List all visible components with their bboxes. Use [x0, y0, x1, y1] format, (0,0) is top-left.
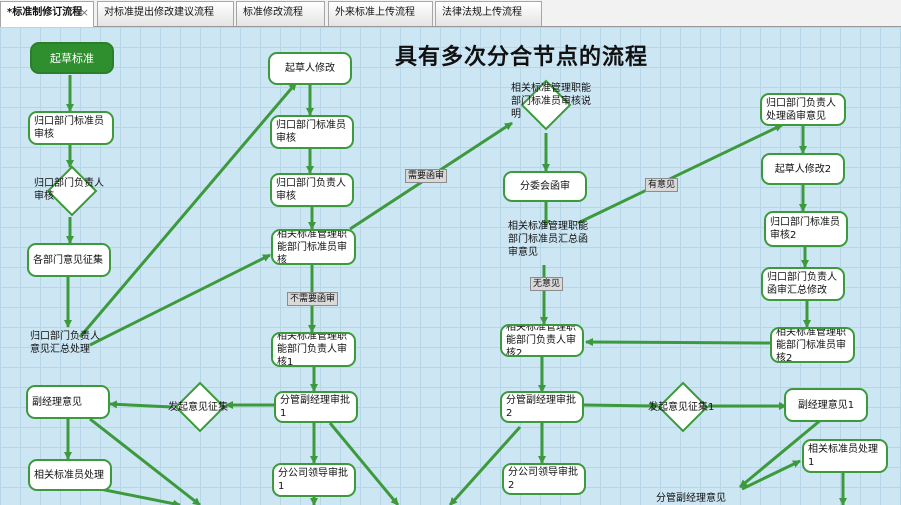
- tab-suggestion[interactable]: 对标准提出修改建议流程: [97, 1, 234, 26]
- edge: [109, 400, 173, 409]
- edge: [583, 401, 659, 410]
- edge-label-noneed: 不需要函审: [287, 292, 339, 306]
- diagram-canvas[interactable]: 具有多次分合节点的流程 起草标准 归口部门标准员审核 归口部门负责人审核 各部门…: [0, 27, 901, 505]
- decision-collect1: [657, 381, 709, 433]
- node-col1-opinion[interactable]: 各部门意见征集: [27, 243, 111, 277]
- node-col2-head[interactable]: 归口部门负责人审核: [270, 173, 354, 207]
- edge: [741, 459, 801, 491]
- node-col4-deputy1[interactable]: 副经理意见1: [784, 388, 868, 422]
- edge: [448, 425, 522, 505]
- start-node[interactable]: 起草标准: [30, 42, 114, 74]
- decision-collect1-label: 发起意见征集1: [648, 402, 715, 413]
- tab-standard-revision[interactable]: *标准制修订流程 ×: [0, 1, 94, 28]
- edge-label-hasop: 有意见: [645, 178, 679, 192]
- edge: [78, 82, 298, 338]
- node-col3-mgrhead2[interactable]: 相关标准管理职能部门负责人审核2: [500, 324, 584, 357]
- node-col3-leader[interactable]: 分公司领导审批2: [502, 463, 586, 495]
- tab-external-upload[interactable]: 外来标准上传流程: [328, 1, 433, 26]
- node-col4-modify2[interactable]: 起草人修改2: [761, 153, 845, 185]
- edge: [739, 417, 823, 489]
- node-col4-handler1[interactable]: 相关标准员处理1: [802, 439, 888, 473]
- edge: [585, 338, 773, 347]
- node-col4-mgr2[interactable]: 相关标准管理职能部门标准员审核2: [770, 327, 855, 363]
- node-col4-review2[interactable]: 归口部门标准员审核2: [764, 211, 848, 247]
- decision-mgr-note-label: 相关标准管理职能部门标准员审核说明: [511, 83, 591, 120]
- edge: [99, 487, 181, 505]
- decision-summary-label: 归口部门负责人意见汇总处理: [30, 331, 100, 355]
- edge: [577, 123, 783, 225]
- decision-bottom-label: 分管副经理意见: [656, 493, 726, 504]
- tab-bar: *标准制修订流程 × 对标准提出修改建议流程 标准修改流程 外来标准上传流程 法…: [0, 0, 901, 28]
- tab-modify[interactable]: 标准修改流程: [236, 1, 325, 26]
- tab-label: 标准修改流程: [243, 7, 303, 18]
- node-col1-deputy[interactable]: 副经理意见: [26, 385, 110, 419]
- node-col2-mgrhead[interactable]: 相关标准管理职能部门负责人审核1: [271, 332, 356, 367]
- decision-head: [46, 165, 98, 217]
- decision-collect: [174, 381, 226, 433]
- tab-label: 法律法规上传流程: [442, 7, 522, 18]
- tab-law-upload[interactable]: 法律法规上传流程: [435, 1, 542, 26]
- diagram-title: 具有多次分合节点的流程: [395, 44, 649, 70]
- edge-label-noop: 无意见: [530, 277, 564, 291]
- node-col2-modify[interactable]: 起草人修改: [268, 52, 352, 85]
- node-col2-approve[interactable]: 分管副经理审批1: [274, 391, 358, 423]
- edge: [328, 422, 400, 505]
- tab-label: *标准制修订流程: [7, 7, 83, 18]
- tab-label: 对标准提出修改建议流程: [104, 7, 214, 18]
- decision-summary2-label: 相关标准管理职能部门标准员汇总函审意见: [508, 221, 588, 258]
- edge: [89, 253, 271, 347]
- node-col4-head2[interactable]: 归口部门负责人函审汇总修改: [761, 267, 845, 301]
- close-icon[interactable]: ×: [79, 6, 89, 19]
- node-col4-head[interactable]: 归口部门负责人处理函审意见: [760, 93, 846, 126]
- node-col2-mgr[interactable]: 相关标准管理职能部门标准员审核: [271, 229, 356, 265]
- node-col3-committee[interactable]: 分委会函审: [503, 171, 587, 202]
- decision-mgr-note: [520, 79, 572, 131]
- node-col2-leader[interactable]: 分公司领导审批1: [272, 463, 356, 497]
- edge-label-need: 需要函审: [405, 169, 448, 183]
- decision-collect-label: 发起意见征集: [168, 402, 228, 413]
- node-col1-handler[interactable]: 相关标准员处理: [28, 459, 112, 491]
- edge: [89, 417, 201, 505]
- node-col1-review[interactable]: 归口部门标准员审核: [28, 111, 114, 145]
- node-col3-approve[interactable]: 分管副经理审批2: [500, 391, 584, 423]
- tab-label: 外来标准上传流程: [335, 7, 415, 18]
- node-col2-review[interactable]: 归口部门标准员审核: [270, 115, 354, 149]
- decision-head-label: 归口部门负责人审核: [34, 178, 104, 202]
